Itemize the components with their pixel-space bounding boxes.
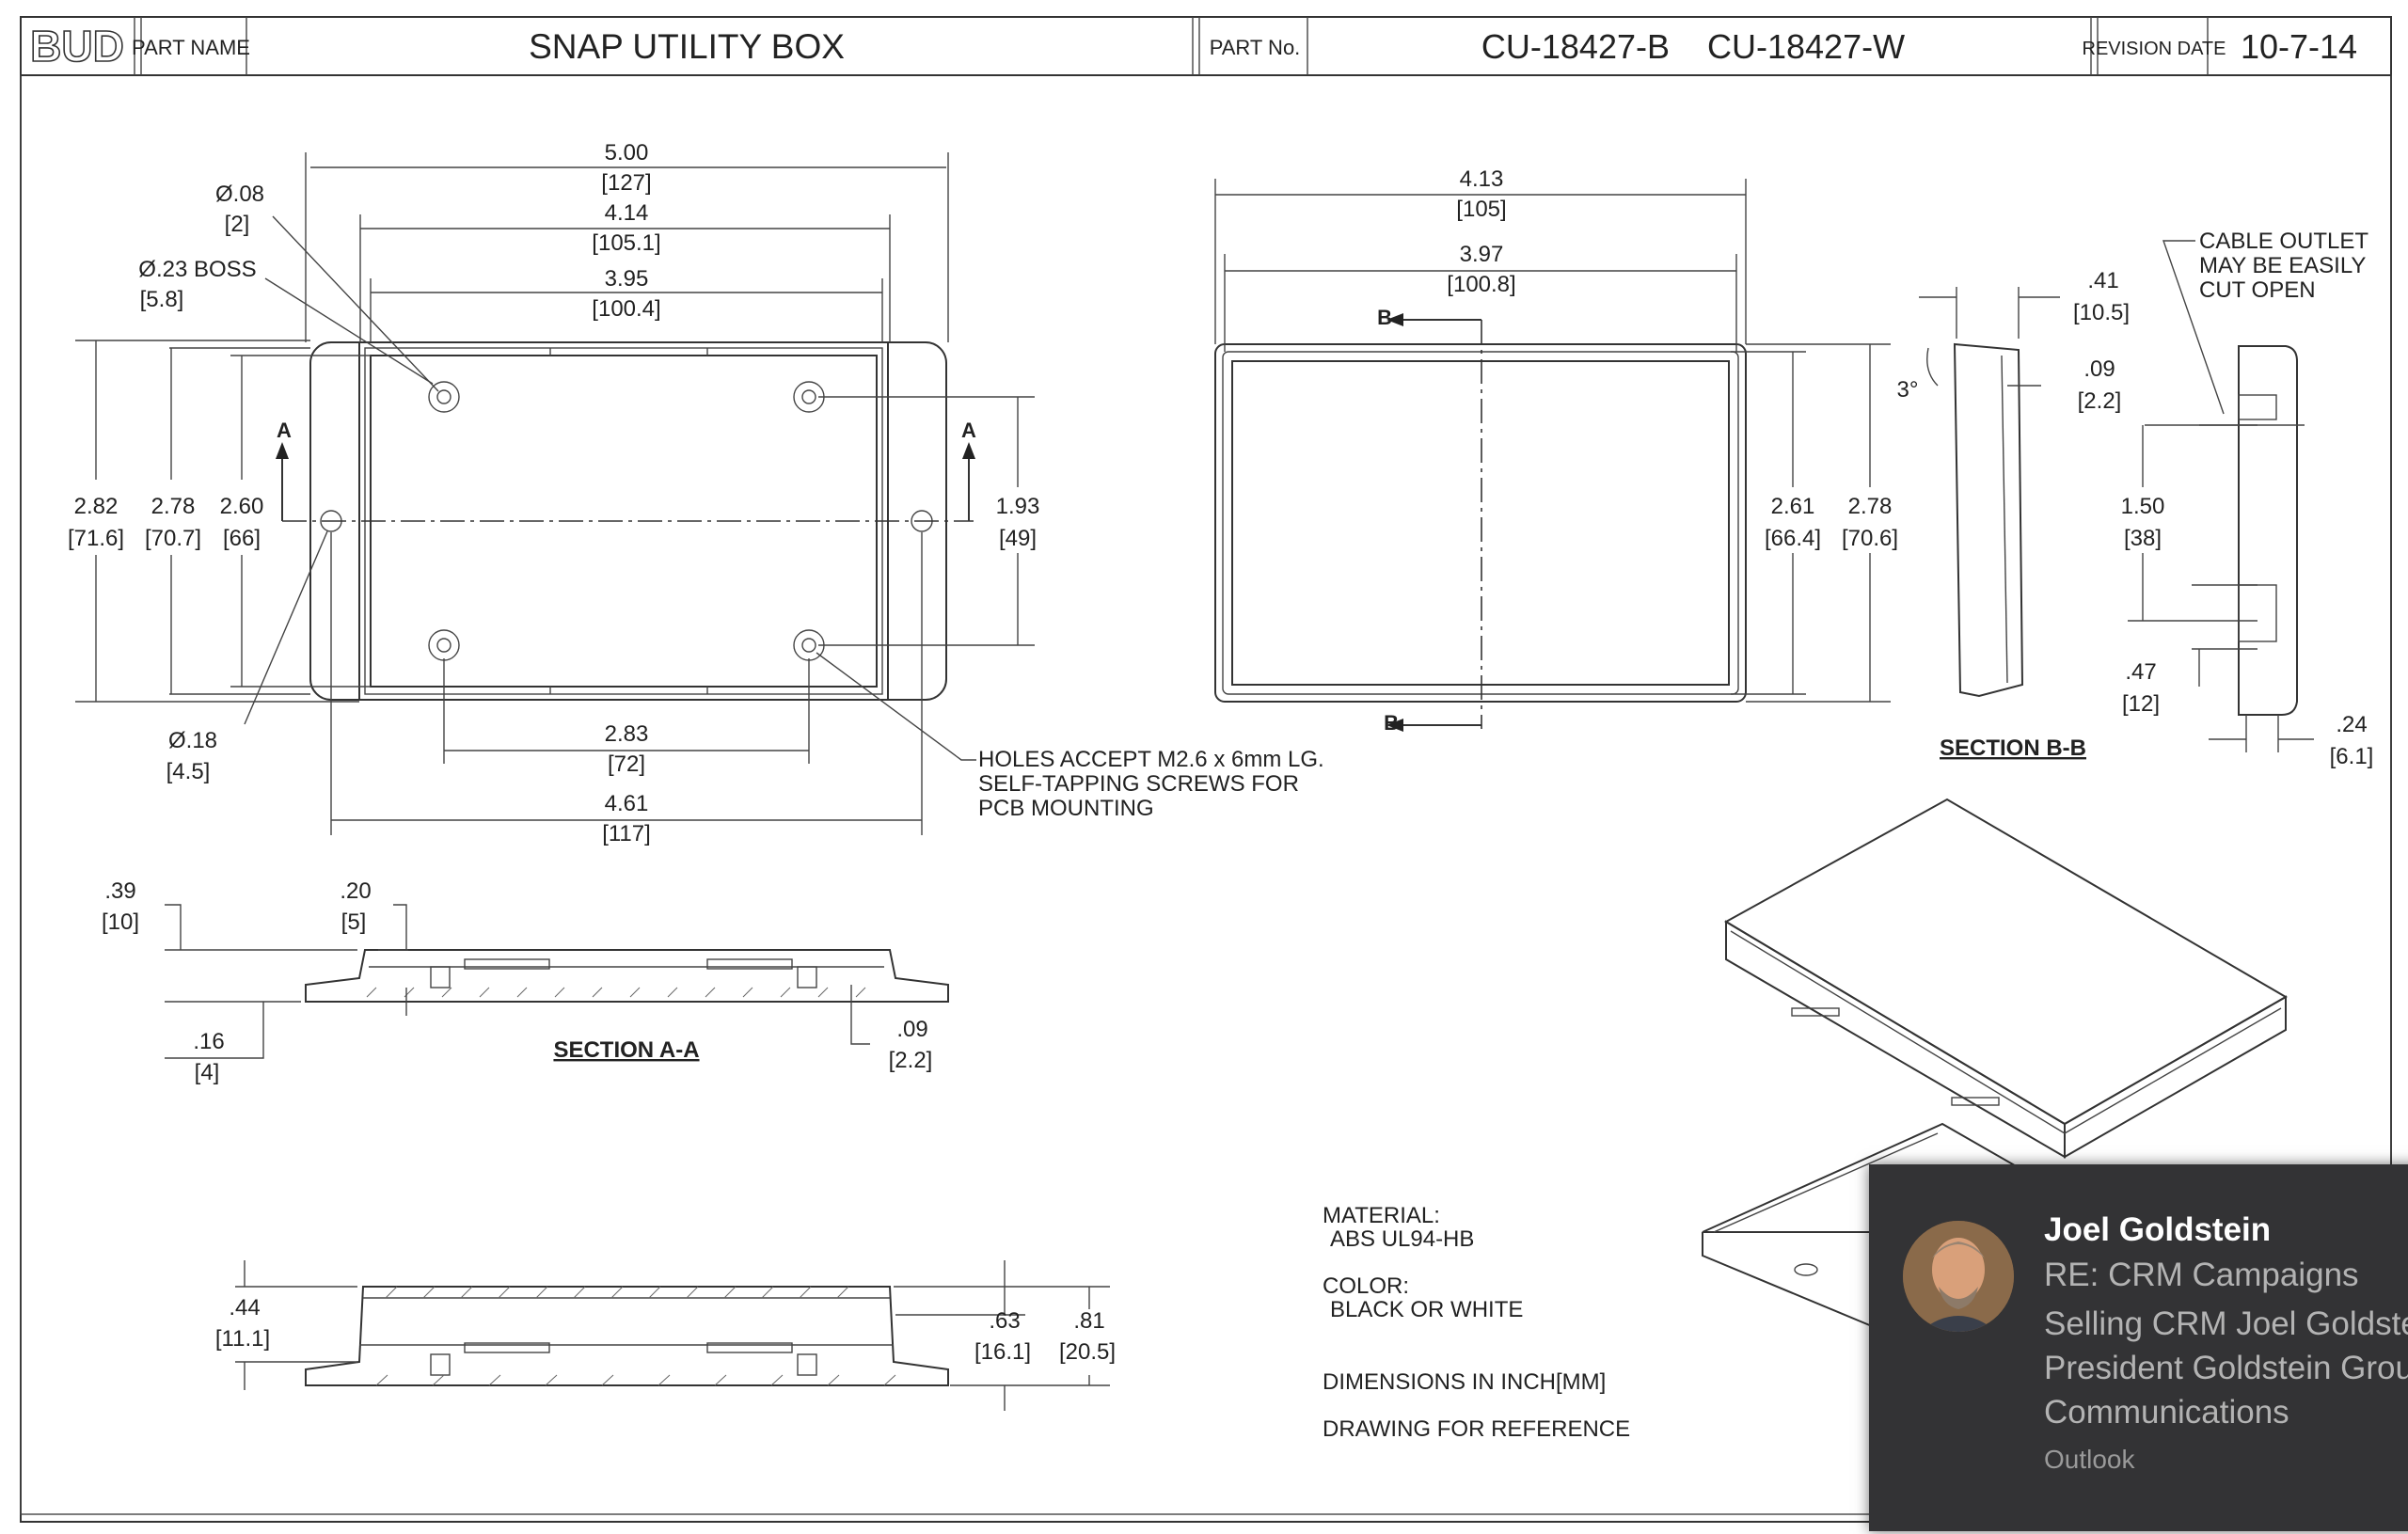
dim-boss-spacing-v-mm: [49] [999, 526, 1037, 551]
dim-outlet-height-mm: [38] [2124, 526, 2162, 551]
dim-lid-width-total: 4.13 [1460, 166, 1504, 192]
isometric-view [1702, 798, 2288, 1327]
title-block: BUD PART NAME SNAP UTILITY BOX PART No. … [21, 17, 2391, 76]
dim-boss-spacing-v: 1.93 [996, 494, 1040, 519]
part-no-label: PART No. [1210, 36, 1301, 59]
dim-mount-hole-mm: [4.5] [166, 759, 211, 784]
dim-boss-dia-mm: [5.8] [140, 287, 184, 312]
color-label: COLOR: [1323, 1273, 1409, 1299]
dim-width-inner: 4.14 [605, 200, 649, 226]
dim-hole-dia: Ø.08 [215, 182, 264, 207]
dim-body-height: .63 [989, 1308, 1020, 1334]
revision-date: 10-7-14 [2241, 27, 2357, 66]
dim-lid-height-total: 2.78 [1848, 494, 1893, 519]
lid-view: B B 4.13 [105] 3.97 [100.8] 2.61 [66.4] … [1214, 166, 1902, 735]
dim-lid-width-inner: 3.97 [1460, 242, 1504, 267]
hole-note-line-1: HOLES ACCEPT M2.6 x 6mm LG. [978, 747, 1324, 772]
dim-base-height-mm: [10] [102, 909, 139, 935]
dim-mount-spacing: 4.61 [605, 791, 649, 816]
section-b-marker-top: B [1377, 306, 1392, 329]
draft-angle: 3° [1897, 377, 1919, 403]
dim-height-total-mm: [71.6] [68, 526, 124, 551]
dim-wall-mm: [2.2] [889, 1048, 933, 1073]
dim-height-inner-mm: [70.7] [145, 526, 201, 551]
part-name: SNAP UTILITY BOX [529, 27, 845, 66]
company-logo: BUD [30, 22, 124, 71]
hole-note-line-2: SELF-TAPPING SCREWS FOR [978, 771, 1299, 797]
dim-lid-height: .44 [229, 1295, 260, 1321]
cable-note-line-2: MAY BE EASILY [2199, 253, 2366, 278]
dim-boss-dia: Ø.23 BOSS [138, 257, 256, 282]
dim-flange: .20 [340, 878, 371, 904]
revision-label: REVISION DATE [2083, 39, 2226, 59]
section-b-b: 3° .41 [10.5] .09 [2.2] 1.50 [38] .47 [1… [1897, 229, 2374, 769]
part-name-label: PART NAME [132, 36, 250, 59]
dim-height-total: 2.82 [74, 494, 119, 519]
cable-note-line-1: CABLE OUTLET [2199, 229, 2368, 254]
section-a-a: .39 [10] .20 [5] .16 [4] .09 [2.2] SECTI… [102, 878, 949, 1085]
color-value: BLACK OR WHITE [1330, 1297, 1523, 1322]
dim-wall: .09 [896, 1017, 927, 1042]
section-b-marker-bottom: B [1384, 711, 1399, 735]
part-numbers: CU-18427-B CU-18427-W [1481, 27, 1905, 66]
top-view: A A 5.00 [127] 4.14 [105.1] 3.95 [100.4]… [66, 140, 1324, 846]
dim-flange-mm: [5] [341, 909, 367, 935]
section-a-title: SECTION A-A [553, 1037, 699, 1063]
dim-total-height: .81 [1073, 1308, 1104, 1334]
notification-body: Selling CRM Joel Goldstein President Gol… [2044, 1305, 2408, 1431]
dim-lid-width-total-mm: [105] [1456, 197, 1506, 222]
dim-lid-width-inner-mm: [100.8] [1447, 272, 1515, 297]
notification-subject: RE: CRM Campaigns [2044, 1257, 2359, 1293]
dim-base-height: .39 [104, 878, 135, 904]
dim-outlet-offset-mm: [12] [2122, 691, 2160, 717]
dim-height-inner: 2.78 [151, 494, 196, 519]
sender-avatar [1903, 1221, 2014, 1332]
section-a-marker-left: A [277, 419, 292, 442]
dim-lid-height-total-mm: [70.6] [1842, 526, 1898, 551]
dim-mount-spacing-mm: [117] [602, 821, 651, 846]
section-a-marker-right: A [961, 419, 976, 442]
material-label: MATERIAL: [1323, 1203, 1440, 1228]
dim-lip: .24 [2336, 712, 2367, 737]
reference-note: DRAWING FOR REFERENCE [1323, 1416, 1630, 1442]
dim-width-total: 5.00 [605, 140, 649, 166]
dim-lid-height-inner-mm: [66.4] [1765, 526, 1821, 551]
dim-width-inner-mm: [105.1] [592, 230, 660, 256]
dim-height-floor: 2.60 [220, 494, 264, 519]
dim-width-total-mm: [127] [601, 170, 651, 196]
dim-lid-wall-mm: [2.2] [2078, 388, 2122, 414]
section-b-title: SECTION B-B [1940, 735, 2086, 761]
dim-width-floor: 3.95 [605, 266, 649, 292]
units-note: DIMENSIONS IN INCH[MM] [1323, 1369, 1606, 1395]
dim-height-floor-mm: [66] [223, 526, 261, 551]
notification-app-name: Outlook [2044, 1445, 2135, 1474]
dim-body-height-mm: [16.1] [974, 1339, 1031, 1365]
dim-outlet-offset: .47 [2125, 659, 2156, 685]
general-notes: MATERIAL: ABS UL94-HB COLOR: BLACK OR WH… [1323, 1203, 1630, 1442]
dim-lid-depth: .41 [2087, 268, 2118, 293]
dim-lid-height-inner: 2.61 [1771, 494, 1815, 519]
outlook-notification[interactable]: Joel Goldstein RE: CRM Campaigns Selling… [1869, 1164, 2408, 1531]
dim-boss-spacing-h-mm: [72] [608, 751, 645, 777]
dim-width-floor-mm: [100.4] [592, 296, 660, 322]
notification-sender: Joel Goldstein [2044, 1211, 2272, 1248]
dim-lid-wall: .09 [2083, 356, 2115, 382]
dim-lid-depth-mm: [10.5] [2073, 300, 2130, 325]
cable-note-line-3: CUT OPEN [2199, 277, 2316, 303]
hole-note-line-3: PCB MOUNTING [978, 796, 1154, 821]
dim-lip-mm: [6.1] [2330, 744, 2374, 769]
dim-boss-spacing-h: 2.83 [605, 721, 649, 747]
material-value: ABS UL94-HB [1330, 1226, 1474, 1252]
dim-lid-height-mm: [11.1] [215, 1326, 270, 1352]
dim-outlet-height: 1.50 [2121, 494, 2165, 519]
dim-floor-mm: [4] [195, 1060, 220, 1085]
dim-mount-hole: Ø.18 [168, 728, 217, 753]
dim-total-height-mm: [20.5] [1059, 1339, 1116, 1365]
dim-hole-dia-mm: [2] [225, 212, 250, 237]
dim-floor: .16 [193, 1029, 224, 1054]
side-view: .44 [11.1] .63 [16.1] .81 [20.5] [215, 1260, 1120, 1411]
